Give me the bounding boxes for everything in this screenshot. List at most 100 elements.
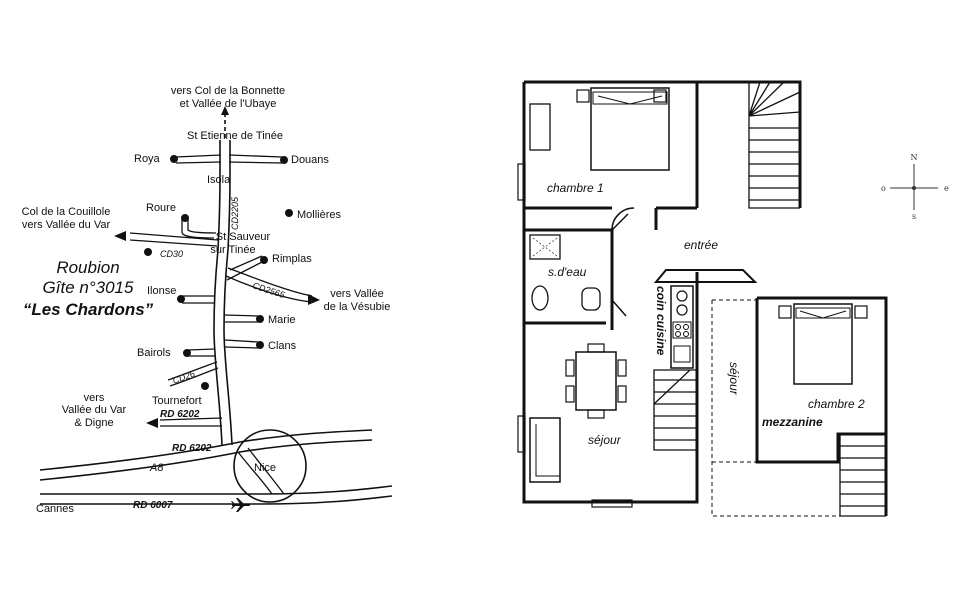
label-rd6007: RD 6007 (133, 500, 173, 511)
label-a8: A8 (149, 462, 164, 474)
label-bonnette-2: et Vallée de l'Ubaye (180, 98, 277, 110)
kitchen-hood (653, 269, 758, 283)
compass-e: e (944, 184, 949, 193)
label-ilonse: Ilonse (147, 285, 176, 297)
roure-road (181, 218, 217, 239)
label-roya: Roya (134, 153, 161, 165)
bed-chambre2 (793, 303, 853, 385)
sofa (529, 417, 561, 483)
plan-labels: chambre 1 entrée s.d'eau coin cuisine sé… (547, 181, 865, 447)
tinee-road (213, 140, 233, 446)
chambre2-walls (755, 296, 888, 516)
label-roure: Roure (146, 202, 176, 214)
label-isola: Isola (207, 174, 231, 186)
label-mollieres: Mollières (297, 209, 342, 221)
marie-road (224, 314, 259, 323)
label-nice: Nice (254, 462, 276, 474)
rd6202-west (159, 417, 223, 427)
arrow-vesubie (308, 294, 320, 305)
label-rd6202-a: RD 6202 (160, 409, 200, 420)
label-cd26: CD26 (171, 369, 196, 386)
compass-s: s (912, 212, 916, 221)
label-tournefort: Tournefort (152, 395, 202, 407)
room-chambre2: chambre 2 (808, 397, 865, 411)
compass-rose: N s e o (881, 153, 949, 221)
window-chambre1 (517, 163, 526, 201)
kitchen-counter (670, 285, 694, 369)
void-dashed (711, 299, 840, 517)
clans-road (224, 339, 259, 349)
label-clans: Clans (268, 340, 297, 352)
arrow-north (221, 106, 229, 115)
roya-road (175, 154, 222, 164)
label-bairols: Bairols (137, 347, 171, 359)
label-marie: Marie (268, 314, 296, 326)
label-var-digne-2: Vallée du Var (62, 404, 127, 416)
label-st-etienne: St Etienne de Tinée (187, 130, 283, 142)
dot-rimplas (260, 256, 268, 264)
label-st-sauveur-2: sur Tinée (210, 244, 255, 256)
sink (531, 285, 549, 311)
label-rd6202-b: RD 6202 (172, 443, 212, 454)
dot-roure (181, 214, 189, 222)
desk-chambre1 (529, 103, 551, 151)
stairs-mezzanine (839, 434, 886, 517)
map-arrows (114, 106, 320, 428)
dot-tournefort (201, 382, 209, 390)
road-map (39, 112, 393, 505)
label-bonnette-1: vers Col de la Bonnette (171, 85, 285, 97)
room-mezzanine: mezzanine (762, 415, 823, 429)
sdeau-walls (524, 228, 614, 330)
label-var-digne-1: vers (84, 392, 105, 404)
nice-circle (233, 429, 307, 503)
window-sejour (517, 415, 526, 453)
dining-table (575, 351, 617, 411)
room-sdeau: s.d'eau (548, 265, 587, 279)
bairols-road (187, 348, 216, 357)
label-st-sauveur-1: St Sauveur (216, 231, 271, 243)
label-vesubie-2: de la Vésubie (324, 301, 391, 313)
a8-road (39, 429, 373, 481)
toilet (581, 287, 601, 311)
label-var-digne-3: & Digne (74, 417, 113, 429)
room-sejour-void: séjour (727, 362, 741, 396)
dot-clans (256, 341, 264, 349)
village-dots (144, 155, 293, 390)
compass-o: o (881, 184, 886, 193)
dot-ilonse (177, 295, 185, 303)
dot-douans (280, 156, 288, 164)
room-entree: entrée (684, 238, 718, 252)
label-cd2205: CD2205 (230, 196, 240, 230)
gite-title-2: Gîte n°3015 (43, 278, 134, 297)
gite-title-1: Roubion (56, 258, 119, 277)
arrow-var (146, 418, 158, 428)
vesubie-road (225, 255, 313, 303)
couillole-road (129, 232, 219, 247)
label-rimplas: Rimplas (272, 253, 312, 265)
dot-marie (256, 315, 264, 323)
floor-plan (517, 80, 888, 517)
nice-connector (237, 447, 285, 495)
window-sejour-bottom (591, 499, 633, 508)
label-vesubie-1: vers Vallée (330, 288, 384, 300)
map-labels: vers Col de la Bonnette et Vallée de l'U… (22, 85, 391, 515)
stairs-lower (653, 369, 698, 451)
compass-n: N (911, 153, 918, 162)
chambre1-bottom (524, 206, 697, 230)
room-coin-cuisine: coin cuisine (654, 286, 668, 356)
shower (529, 234, 561, 260)
dot-bairols (183, 349, 191, 357)
label-couillole-1: Col de la Couillole (22, 206, 111, 218)
dot-roya (170, 155, 178, 163)
door-sdeau (611, 299, 627, 317)
label-cd30: CD30 (160, 249, 183, 259)
gite-title-3: “Les Chardons” (23, 300, 154, 319)
cd26-road (167, 361, 219, 387)
douans-road (228, 154, 283, 164)
bed-chambre1 (590, 87, 670, 171)
room-chambre1: chambre 1 (547, 181, 604, 195)
stairs-upper (748, 81, 801, 209)
dot-couillole (144, 248, 152, 256)
label-douans: Douans (291, 154, 329, 166)
airplane-icon (231, 498, 250, 512)
